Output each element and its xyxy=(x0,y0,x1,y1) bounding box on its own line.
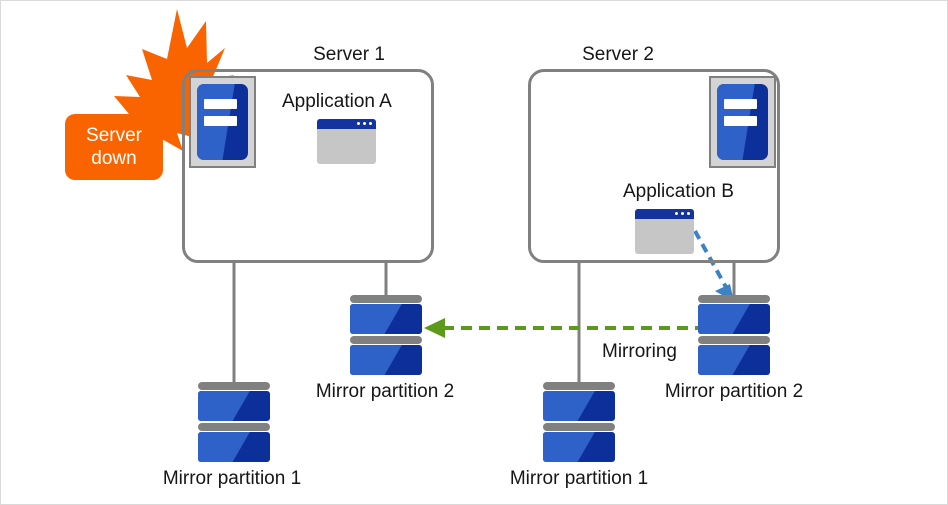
s2-mirror-partition-1-icon xyxy=(543,382,615,464)
s1-mirror-partition-1-icon xyxy=(198,382,270,464)
server-2-box xyxy=(528,69,780,263)
server-down-line1: Server xyxy=(86,125,142,146)
server-1-icon xyxy=(189,76,256,168)
s2-mirror-partition-2-icon xyxy=(698,295,770,377)
s1-mirror-partition-1-label: Mirror partition 1 xyxy=(162,468,302,489)
s2-mirror-partition-1-label: Mirror partition 1 xyxy=(509,468,649,489)
server-2-icon xyxy=(709,76,776,168)
s2-mirror-partition-2-label: Mirror partition 2 xyxy=(664,381,804,402)
server-down-badge: Server down xyxy=(65,114,163,180)
server-2-app-window-icon xyxy=(635,209,694,254)
mirroring-arrow-icon xyxy=(424,318,706,338)
server-1-title: Server 1 xyxy=(313,44,385,65)
server-1-box xyxy=(182,69,434,263)
server-1-app-window-icon xyxy=(317,119,376,164)
server-2-application-label: Application B xyxy=(623,181,734,202)
s1-mirror-partition-2-label: Mirror partition 2 xyxy=(315,381,455,402)
mirroring-label: Mirroring xyxy=(602,341,677,362)
server-1-application-label: Application A xyxy=(282,91,392,112)
s1-mirror-partition-2-icon xyxy=(350,295,422,377)
server-2-title: Server 2 xyxy=(582,44,654,65)
server-down-line2: down xyxy=(91,148,137,169)
